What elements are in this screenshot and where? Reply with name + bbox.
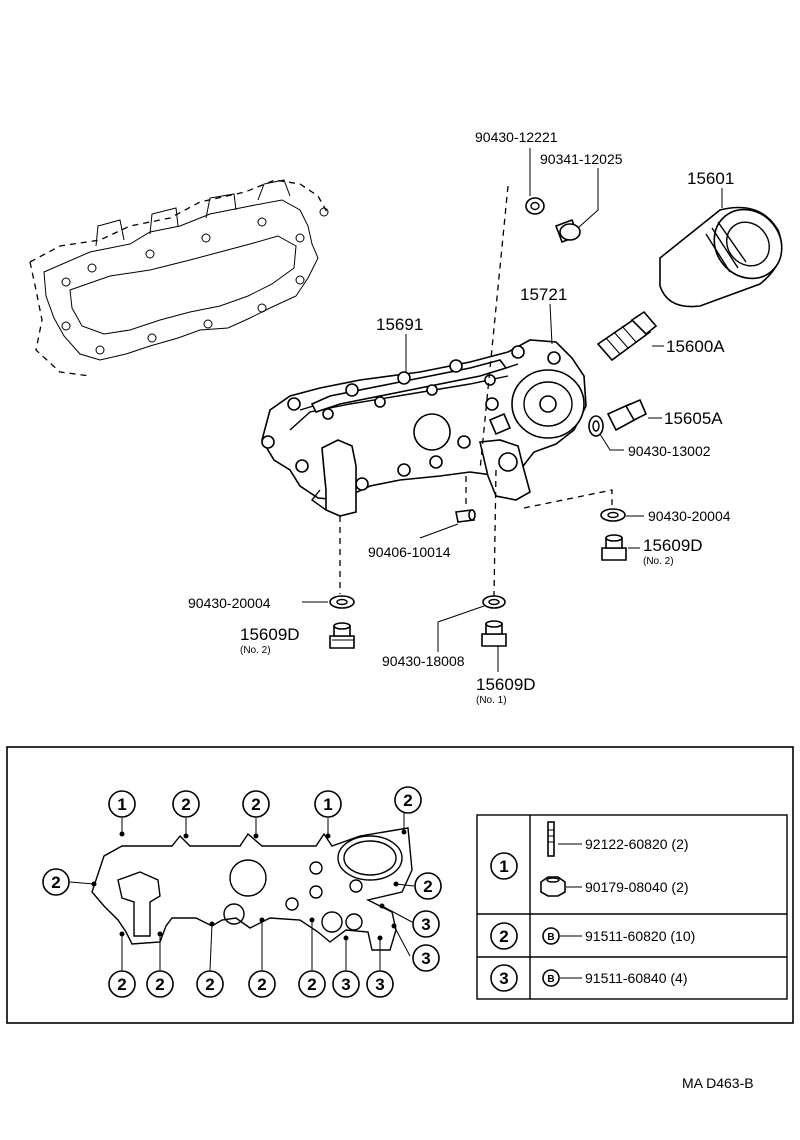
svg-text:2: 2	[307, 975, 316, 994]
engine-block-outline	[29, 179, 329, 377]
svg-text:3: 3	[375, 975, 384, 994]
plug-15609D-right	[601, 534, 627, 561]
label-90341-12025: 90341-12025	[540, 151, 623, 167]
marker-2-g: 2	[146, 970, 174, 998]
fastener-table: 1 92122-60820 (2) 90179-08040 (2) 2 B	[476, 814, 788, 1000]
marker-3-c: 3	[332, 970, 360, 998]
bypass-valve-15605A	[606, 398, 648, 432]
label-15609D-right-note: (No. 2)	[643, 556, 674, 567]
table-row-3-part: 91511-60840 (4)	[585, 970, 687, 986]
plug-15609D-left	[329, 622, 355, 649]
marker-2-i: 2	[248, 970, 276, 998]
part-labels: 90430-12221 90341-12025 15601 15721 1569…	[188, 129, 734, 706]
table-row-3-group: 3	[499, 969, 508, 988]
label-90430-18008: 90430-18008	[382, 653, 465, 669]
label-15609D-bottom-note: (No. 1)	[476, 695, 507, 706]
label-15609D-left-note: (No. 2)	[240, 645, 271, 656]
svg-text:2: 2	[423, 877, 432, 896]
marker-2-j: 2	[298, 970, 326, 998]
leader-lines	[302, 148, 723, 672]
gasket-90430-18008	[482, 595, 506, 609]
table-row-2-part: 91511-60820 (10)	[585, 928, 695, 944]
oil-filter-15601	[659, 206, 783, 308]
marker-3-d: 3	[366, 970, 394, 998]
svg-text:3: 3	[421, 915, 430, 934]
label-90430-13002: 90430-13002	[628, 443, 711, 459]
svg-text:2: 2	[117, 975, 126, 994]
relief-valve-15600A	[596, 310, 658, 362]
label-90430-20004-right: 90430-20004	[648, 508, 731, 524]
svg-text:B: B	[547, 974, 554, 985]
oil-cooler-cover-assembly	[261, 339, 587, 517]
label-15601: 15601	[687, 169, 734, 188]
label-15691: 15691	[376, 315, 423, 334]
svg-text:2: 2	[205, 975, 214, 994]
svg-text:2: 2	[257, 975, 266, 994]
gasket-90430-12221	[525, 197, 545, 215]
table-row-1-group: 1	[499, 857, 508, 876]
guide-lines	[339, 185, 613, 597]
svg-text:2: 2	[51, 873, 60, 892]
bolt-b-icon: B	[542, 927, 560, 945]
plug-90341-12025	[554, 218, 581, 244]
table-row-2: 2 B 91511-60820 (10)	[490, 922, 695, 950]
table-row-1-part-1: 92122-60820 (2)	[585, 836, 689, 852]
pin-90406-10014	[455, 509, 476, 523]
marker-2-d: 2	[42, 868, 70, 896]
bolt-b-icon: B	[542, 969, 560, 987]
table-row-1-part-2: 90179-08040 (2)	[585, 879, 689, 895]
bolt-map-frame	[6, 746, 794, 1024]
gasket-90430-13002	[588, 415, 604, 437]
table-row-1: 1 92122-60820 (2) 90179-08040 (2)	[490, 821, 689, 897]
table-row-2-group: 2	[499, 927, 508, 946]
bolt-map-plate	[91, 827, 413, 951]
svg-text:3: 3	[421, 949, 430, 968]
bolt-map-leaders	[69, 812, 415, 971]
label-15609D-left: 15609D	[240, 625, 300, 644]
label-90406-10014: 90406-10014	[368, 544, 451, 560]
diagram-code: MA D463-B	[682, 1075, 754, 1091]
label-90430-20004-left: 90430-20004	[188, 595, 271, 611]
marker-3-a: 3	[412, 910, 440, 938]
marker-2-a: 2	[172, 790, 200, 818]
table-row-3: 3 B 91511-60840 (4)	[490, 964, 687, 992]
svg-text:2: 2	[251, 795, 260, 814]
plug-15609D-bottom	[481, 620, 507, 647]
svg-text:1: 1	[117, 795, 126, 814]
svg-text:2: 2	[181, 795, 190, 814]
label-15721: 15721	[520, 285, 567, 304]
marker-2-c: 2	[394, 786, 422, 814]
marker-2-h: 2	[196, 970, 224, 998]
label-15609D-right: 15609D	[643, 536, 703, 555]
marker-1-a: 1	[108, 790, 136, 818]
label-90430-12221: 90430-12221	[475, 129, 558, 145]
stud-bolt-icon	[547, 821, 555, 857]
marker-1-b: 1	[314, 790, 342, 818]
svg-text:3: 3	[341, 975, 350, 994]
marker-2-f: 2	[108, 970, 136, 998]
svg-text:2: 2	[403, 791, 412, 810]
marker-3-b: 3	[412, 944, 440, 972]
gasket-90430-20004-right	[600, 508, 626, 522]
svg-text:1: 1	[323, 795, 332, 814]
marker-2-e: 2	[414, 872, 442, 900]
bolt-map-markers: 1 2 2 1 2 2 2 3 3 2 2 2 2 2 3 3	[42, 786, 442, 998]
gasket-90430-20004-left	[329, 595, 355, 609]
svg-text:2: 2	[155, 975, 164, 994]
marker-2-b: 2	[242, 790, 270, 818]
svg-text:B: B	[547, 932, 554, 943]
label-15609D-bottom: 15609D	[476, 675, 536, 694]
nut-icon	[540, 876, 566, 897]
label-15605A: 15605A	[664, 409, 723, 428]
label-15600A: 15600A	[666, 337, 725, 356]
